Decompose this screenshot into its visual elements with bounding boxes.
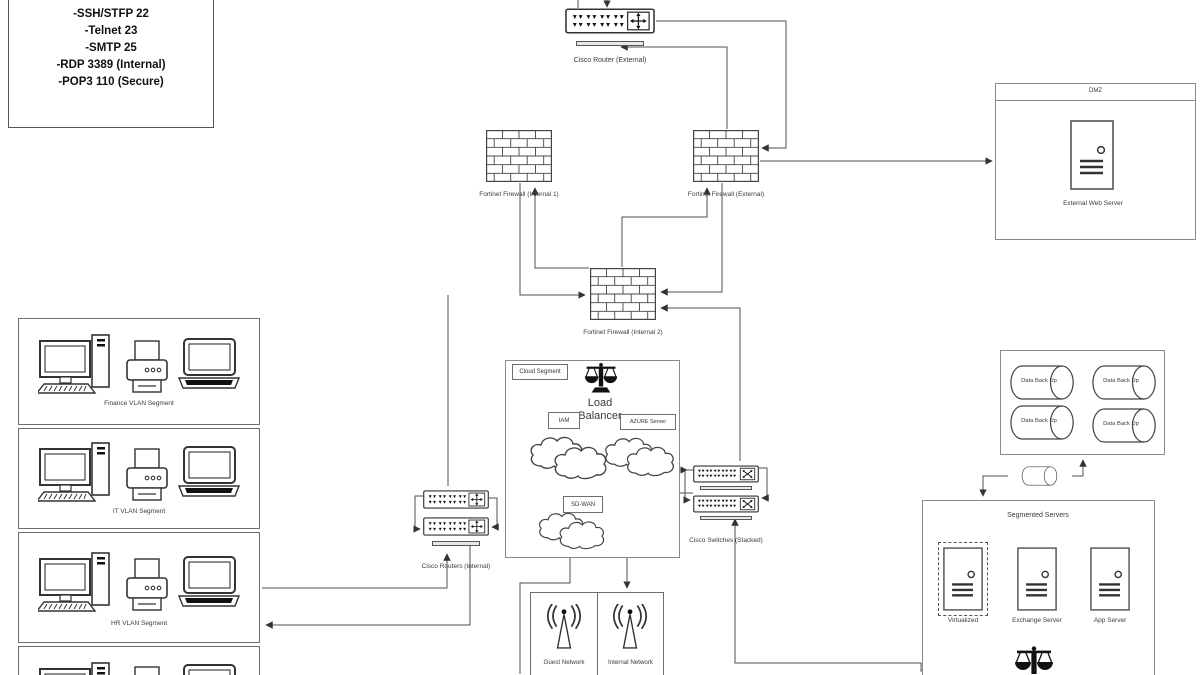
hr-printer-icon	[126, 558, 168, 614]
ports-note-line: -SMTP 25	[85, 42, 137, 54]
iam-cloud-icon[interactable]	[527, 434, 611, 482]
it-printer-icon	[126, 448, 168, 504]
cisco-router-internal-2-icon[interactable]	[423, 514, 489, 539]
internal-network-antenna-icon	[608, 604, 652, 654]
partial-laptop-icon	[176, 664, 242, 675]
backup-pipe-cylinder[interactable]	[1008, 466, 1072, 486]
data-backup-label-1: Data Back Up	[1021, 378, 1057, 384]
router-base	[576, 41, 644, 46]
fortinet-firewall-external-label: Fortinet Firewall (External)	[687, 191, 765, 198]
virtualized-label: Virtualized	[923, 617, 1003, 625]
routers-base	[432, 541, 480, 546]
segmented-servers-title: Segmented Servers	[1007, 512, 1069, 519]
ports-note[interactable]: -SSH/STFP 22 -Telnet 23 -SMTP 25 -RDP 33…	[8, 0, 214, 128]
guest-network-antenna-icon	[542, 604, 586, 654]
dmz-title-divider	[995, 100, 1196, 101]
azure-label: AZURE Server	[629, 419, 667, 425]
switch-base-1	[700, 486, 752, 490]
hr-desktop-icon	[38, 552, 118, 614]
app-server-label: App Server	[1093, 617, 1127, 624]
load-balancer-label-2: Balancer	[578, 410, 622, 422]
switch-base-2	[700, 516, 752, 520]
cisco-switch-2-icon[interactable]	[693, 492, 759, 516]
cloud-segment-title: Cloud Segment	[519, 369, 561, 375]
azure-label-box: AZURE Server	[620, 414, 676, 430]
data-backup-label-3: Data Back Up	[1021, 418, 1057, 424]
external-web-server-icon[interactable]	[1070, 118, 1114, 192]
internal-network-label: Internal Network	[607, 659, 654, 666]
fortinet-firewall-internal1-label: Fortinet Firewall (Internal 1)	[479, 191, 559, 198]
sdwan-label: SD-WAN	[570, 501, 596, 508]
internal-load-balancer-icon[interactable]	[1014, 646, 1054, 675]
cisco-switches-stacked-label: Cisco Switches (Stacked)	[689, 537, 763, 544]
data-backup-label-2: Data Back Up	[1103, 378, 1139, 384]
sdwan-label-box: SD-WAN	[563, 496, 603, 513]
iam-label-box: IAM	[548, 412, 580, 429]
cisco-switch-1-icon[interactable]	[693, 462, 759, 486]
cloud-segment-title-box: Cloud Segment	[512, 364, 568, 380]
cisco-router-internal-1-icon[interactable]	[423, 487, 489, 512]
azure-cloud-icon[interactable]	[602, 434, 678, 480]
fortinet-firewall-internal2-icon[interactable]	[590, 268, 656, 320]
hr-laptop-icon	[176, 556, 242, 608]
cisco-router-external-label: Cisco Router (External)	[573, 57, 647, 64]
fortinet-firewall-internal1-icon[interactable]	[486, 130, 552, 182]
fortinet-firewall-external-icon[interactable]	[693, 130, 759, 182]
it-vlan-label: IT VLAN Segment	[112, 508, 166, 515]
sdwan-cloud-icon[interactable]	[536, 510, 608, 552]
external-web-server-label: External Web Server	[1063, 200, 1123, 207]
finance-laptop-icon	[176, 338, 242, 390]
exchange-server-icon[interactable]	[1017, 547, 1057, 611]
load-balancer-label-1: Load	[587, 397, 613, 409]
ports-note-line: -Telnet 23	[84, 25, 138, 37]
virtualized-server-icon[interactable]	[943, 547, 983, 611]
finance-desktop-icon	[38, 334, 118, 396]
app-server-icon[interactable]	[1090, 547, 1130, 611]
fortinet-firewall-internal2-label: Fortinet Firewall (Internal 2)	[583, 329, 663, 336]
hr-vlan-label: HR VLAN Segment	[111, 620, 167, 627]
partial-printer-icon	[126, 666, 168, 675]
ports-note-line: -RDP 3389 (Internal)	[56, 59, 166, 71]
it-desktop-icon	[38, 442, 118, 504]
ports-note-line: -SSH/STFP 22	[73, 8, 149, 20]
finance-vlan-label: Finance VLAN Segment	[104, 400, 174, 407]
dmz-title: DMZ	[1089, 88, 1102, 94]
it-laptop-icon	[176, 446, 242, 498]
iam-label: IAM	[558, 417, 570, 424]
cisco-routers-internal-label: Cisco Routers (Internal)	[421, 563, 491, 570]
finance-printer-icon	[126, 340, 168, 396]
load-balancer-icon[interactable]	[584, 362, 618, 394]
ports-note-line: -POP3 110 (Secure)	[58, 76, 164, 88]
partial-desktop-icon	[38, 662, 118, 675]
guest-network-label: Guest Network	[543, 659, 585, 666]
data-backup-label-4: Data Back Up	[1103, 421, 1139, 427]
cisco-router-external-icon[interactable]	[565, 8, 655, 34]
exchange-server-label: Exchange Server	[1012, 617, 1062, 624]
